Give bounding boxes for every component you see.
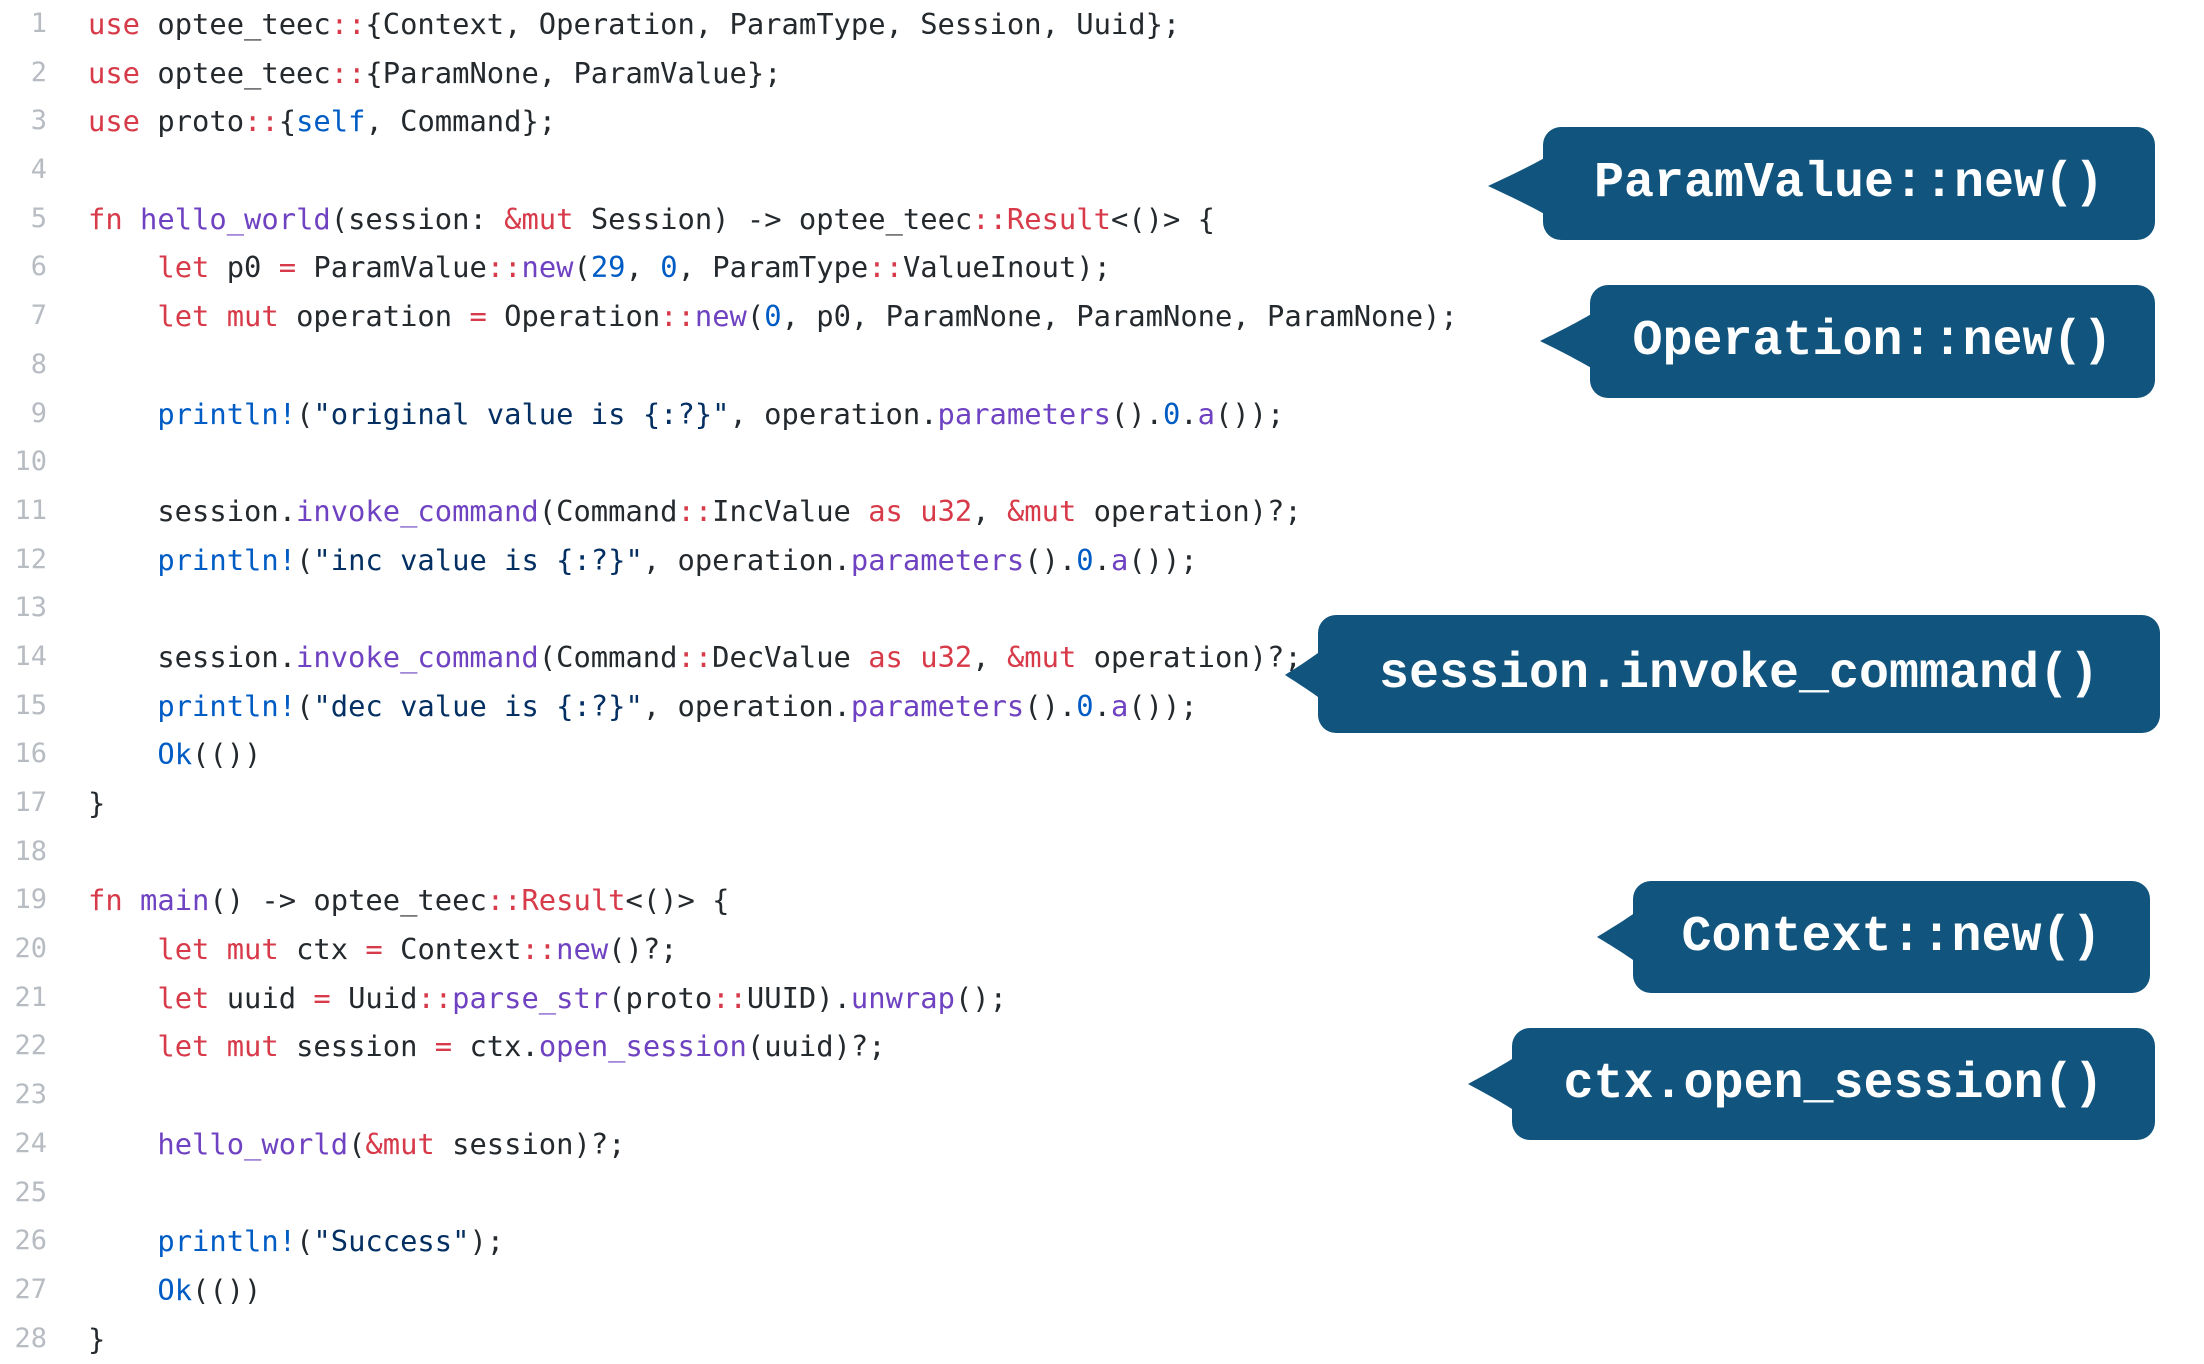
code-line: 21 let uuid = Uuid::parse_str(proto::UUI…	[0, 974, 2204, 1023]
line-number: 23	[14, 1079, 47, 1111]
code-line: 10	[0, 438, 2204, 487]
code-text: session.invoke_command(Command::DecValue…	[88, 639, 1302, 674]
code-text: session.invoke_command(Command::IncValue…	[88, 493, 1302, 528]
code-line: 20 let mut ctx = Context::new()?;	[0, 925, 2204, 974]
line-number: 19	[14, 884, 47, 916]
code-line: 2 use optee_teec::{ParamNone, ParamValue}…	[0, 49, 2204, 98]
line-number: 11	[14, 494, 47, 526]
code-text: let uuid = Uuid::parse_str(proto::UUID).…	[157, 980, 1007, 1015]
code-text: let mut operation = Operation::new(0, p0…	[157, 299, 1458, 334]
line-number: 16	[14, 738, 47, 770]
line-number: 10	[14, 446, 47, 478]
code-text: hello_world(&mut session)?;	[157, 1126, 626, 1161]
line-number: 14	[14, 640, 47, 672]
code-line: 24 hello_world(&mut session)?;	[0, 1120, 2204, 1169]
line-number: 8	[30, 348, 47, 380]
code-line: 28}	[0, 1315, 2204, 1364]
code-line: 3 use proto::{self, Command};	[0, 97, 2204, 146]
code-text: fn hello_world(session: &mut Session) ->…	[88, 201, 1215, 236]
code-text: }	[88, 786, 106, 820]
line-number: 28	[14, 1322, 47, 1354]
code-line: 27 Ok(())	[0, 1266, 2204, 1315]
code-line: 7 let mut operation = Operation::new(0, …	[0, 292, 2204, 341]
line-number: 9	[30, 397, 47, 429]
code-text: }	[88, 1321, 106, 1356]
code-text: use proto::{self, Command};	[88, 104, 557, 139]
line-number: 24	[14, 1127, 47, 1159]
code-line: 18	[0, 828, 2204, 877]
code-text: Ok(())	[157, 1272, 262, 1307]
line-number: 17	[14, 787, 47, 818]
code-text: let p0 = ParamValue::new(29, 0, ParamTyp…	[157, 250, 1112, 285]
line-number: 22	[14, 1030, 47, 1062]
code-line: 8	[0, 341, 2204, 390]
code-line: 19 fn main() -> optee_teec::Result<()> {	[0, 876, 2204, 925]
code-line: 15 println!("dec value is {:?}", operati…	[0, 682, 2204, 731]
line-number: 20	[14, 933, 47, 965]
line-number: 18	[14, 835, 47, 867]
line-number: 7	[30, 300, 47, 332]
code-text: use optee_teec::{ParamNone, ParamValue};	[88, 55, 782, 90]
code-line: 22 let mut session = ctx.open_session(uu…	[0, 1022, 2204, 1071]
line-number: 27	[14, 1273, 47, 1305]
code-line: 9 println!("original value is {:?}", ope…	[0, 390, 2204, 439]
code-line: 16 Ok(())	[0, 730, 2204, 779]
code-text: fn main() -> optee_teec::Result<()> {	[88, 883, 730, 918]
code-text: let mut ctx = Context::new()?;	[157, 932, 678, 967]
line-number: 21	[14, 981, 47, 1013]
code-text: println!("dec value is {:?}", operation.…	[157, 688, 1198, 723]
line-number: 25	[14, 1176, 47, 1208]
line-number: 5	[30, 202, 47, 234]
line-number: 4	[30, 154, 47, 186]
line-number: 1	[30, 8, 47, 39]
line-number: 6	[30, 251, 47, 283]
code-line: 23	[0, 1071, 2204, 1120]
code-text: println!("original value is {:?}", opera…	[157, 396, 1285, 431]
code-line: 6 let p0 = ParamValue::new(29, 0, ParamT…	[0, 243, 2204, 292]
code-line: 12 println!("inc value is {:?}", operati…	[0, 536, 2204, 585]
code-line: 1 use optee_teec::{Context, Operation, Pa…	[0, 0, 2204, 49]
code-line: 11 session.invoke_command(Command::IncVa…	[0, 487, 2204, 536]
code-text: let mut session = ctx.open_session(uuid)…	[157, 1029, 886, 1064]
code-text: Ok(())	[157, 737, 262, 772]
line-number: 13	[14, 592, 47, 624]
code-line: 26 println!("Success");	[0, 1217, 2204, 1266]
line-number: 15	[14, 689, 47, 721]
code-line: 17}	[0, 779, 2204, 828]
code-line: 4	[0, 146, 2204, 195]
code-line: 5 fn hello_world(session: &mut Session) -…	[0, 195, 2204, 244]
code-text: println!("inc value is {:?}", operation.…	[157, 542, 1198, 577]
code-text: println!("Success");	[157, 1224, 505, 1259]
code-text: use optee_teec::{Context, Operation, Par…	[88, 7, 1181, 41]
line-number: 3	[30, 105, 47, 137]
code-line: 25	[0, 1169, 2204, 1218]
line-number: 26	[14, 1225, 47, 1257]
code-line: 13	[0, 584, 2204, 633]
line-number: 12	[14, 543, 47, 575]
code-line: 14 session.invoke_command(Command::DecVa…	[0, 633, 2204, 682]
line-number: 2	[30, 56, 47, 88]
